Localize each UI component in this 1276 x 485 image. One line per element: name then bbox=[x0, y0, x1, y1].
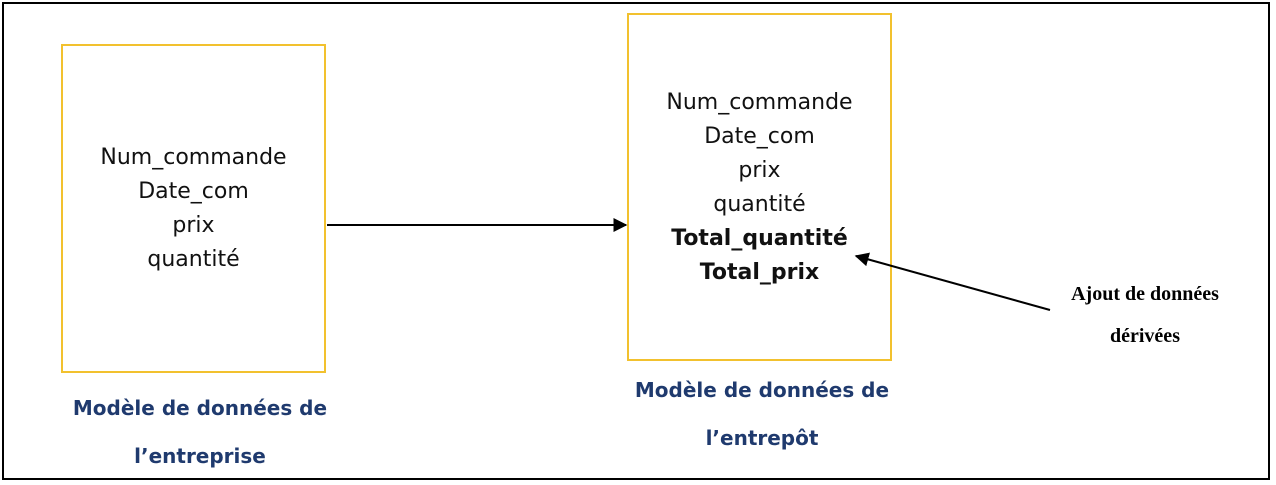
field-num-commande: Num_commande bbox=[666, 90, 853, 115]
field-quantite: quantité bbox=[713, 192, 806, 217]
warehouse-caption-line-2: l’entrepôt bbox=[705, 426, 819, 450]
warehouse-caption-line-1: Modèle de données de bbox=[634, 378, 890, 402]
warehouse-field-list: Num_commande Date_com prix quantité Tota… bbox=[629, 86, 890, 290]
field-prix: prix bbox=[172, 213, 215, 238]
annotation-line-1: Ajout de données bbox=[1071, 283, 1219, 305]
enterprise-data-model-box: Num_commande Date_com prix quantité bbox=[61, 44, 326, 373]
warehouse-data-model-box: Num_commande Date_com prix quantité Tota… bbox=[627, 13, 892, 361]
annotation-line-2: dérivées bbox=[1110, 325, 1180, 347]
annotation-pointer-arrow bbox=[854, 252, 1051, 311]
field-quantite: quantité bbox=[147, 247, 240, 272]
derived-field-total-quantite: Total_quantité bbox=[671, 226, 848, 251]
field-prix: prix bbox=[738, 158, 781, 183]
enterprise-caption-line-1: Modèle de données de bbox=[72, 396, 328, 420]
field-date-com: Date_com bbox=[704, 124, 815, 149]
diagram-frame bbox=[2, 2, 1270, 480]
warehouse-model-caption: Modèle de données de l’entrepôt bbox=[602, 366, 922, 462]
field-num-commande: Num_commande bbox=[100, 145, 287, 170]
field-date-com: Date_com bbox=[138, 179, 249, 204]
enterprise-caption-line-2: l’entreprise bbox=[134, 444, 266, 468]
derived-data-annotation: Ajout de données dérivées bbox=[1040, 273, 1250, 357]
enterprise-field-list: Num_commande Date_com prix quantité bbox=[63, 141, 324, 277]
enterprise-model-caption: Modèle de données de l’entreprise bbox=[40, 384, 360, 480]
derived-field-total-prix: Total_prix bbox=[699, 260, 820, 285]
